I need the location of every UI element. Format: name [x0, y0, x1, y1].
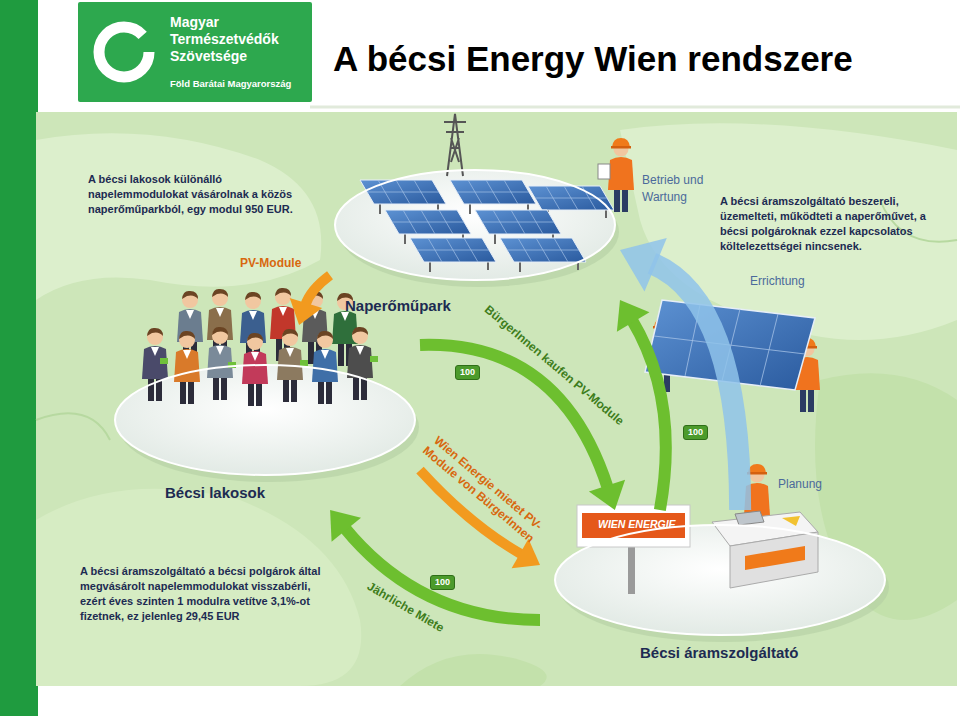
arrow-head — [620, 238, 667, 292]
coin-value: 100 — [455, 365, 480, 380]
process-label-holder: Planung — [778, 476, 822, 492]
edge-label-holder: PV-Module — [240, 256, 301, 271]
arrow-line — [345, 528, 540, 620]
edge-label: Errichtung — [750, 274, 805, 289]
edge-label: Wien Energie mietet PV-Module von Bürger… — [409, 423, 557, 554]
description-note-holder: A bécsi lakosok különálló napelemmodulok… — [88, 172, 298, 217]
edge-label-holder: Wien Energie mietet PV-Module von Bürger… — [409, 423, 557, 554]
residents-platform: Bécsi lakosok — [110, 325, 420, 510]
description-note-holder: A bécsi áramszolgáltató beszereli, üzeme… — [720, 194, 952, 254]
coin-value-holder: 100 — [430, 575, 455, 590]
platform-outline — [115, 365, 415, 475]
arrow-line — [305, 275, 330, 305]
node-label-holder: Naperőműpark — [345, 296, 451, 315]
node-label: Bécsi lakosok — [165, 483, 265, 502]
arrow-head — [290, 298, 322, 325]
process-label-holder: Betrieb und Wartung — [642, 172, 718, 206]
flow-arrow — [617, 300, 666, 510]
process-label: Planung — [778, 476, 822, 492]
node-label-holder: Magyar Természetvédők Szövetsége — [170, 14, 304, 65]
flow-arrow — [420, 345, 625, 510]
slide-title-holder: A bécsi Energy Wien rendszere — [333, 38, 853, 80]
sign-text-holder: WIEN ENERGIE — [598, 518, 676, 531]
flow-arrow — [620, 238, 740, 510]
process-label: Betrieb und Wartung — [642, 172, 718, 206]
org-logo-box: Magyar Természetvédők SzövetségeFöld Bar… — [78, 2, 312, 102]
node-label-holder: Föld Barátai Magyarország — [170, 78, 291, 90]
node-shape — [330, 160, 620, 320]
description-note: A bécsi áramszolgáltató beszereli, üzeme… — [720, 194, 952, 254]
node-label-holder: Bécsi lakosok — [165, 483, 265, 502]
flow-arrow — [290, 275, 330, 325]
node-label-holder: Bécsi áramszolgáltató — [640, 643, 798, 662]
platform-outline — [555, 525, 885, 635]
solar-park-platform: Naperőműpark — [330, 160, 620, 320]
node-shape — [110, 325, 420, 510]
description-note: A bécsi áramszolgáltató a bécsi polgárok… — [80, 564, 338, 624]
edge-label: PV-Module — [240, 256, 301, 271]
arrow-head — [330, 510, 361, 542]
arrow-head — [589, 480, 625, 510]
utility-platform: Bécsi áramszolgáltató — [540, 510, 900, 685]
platform-outline — [335, 170, 615, 280]
description-note-holder: A bécsi áramszolgáltató a bécsi polgárok… — [80, 564, 338, 624]
logo-panel — [78, 2, 312, 102]
coin-value: 100 — [683, 425, 708, 440]
edge-label-holder: Errichtung — [750, 274, 805, 289]
sign-text: WIEN ENERGIE — [598, 518, 676, 531]
coin-value-holder: 100 — [455, 365, 480, 380]
edge-label-holder: BürgerInnen kaufen PV-Module — [481, 303, 627, 429]
logo-ring — [99, 27, 149, 77]
arrow-line — [632, 320, 666, 510]
node-label: Naperőműpark — [345, 296, 451, 315]
coin-value-holder: 100 — [683, 425, 708, 440]
node-label: Magyar Természetvédők Szövetsége — [170, 14, 304, 65]
node-label: Föld Barátai Magyarország — [170, 78, 291, 90]
description-note: A bécsi lakosok különálló napelemmodulok… — [88, 172, 298, 217]
slide-title: A bécsi Energy Wien rendszere — [333, 38, 853, 80]
arrow-line — [652, 263, 740, 510]
edge-label: BürgerInnen kaufen PV-Module — [481, 303, 627, 429]
node-label: Bécsi áramszolgáltató — [640, 643, 798, 662]
coin-value: 100 — [430, 575, 455, 590]
arrow-head — [617, 300, 650, 332]
